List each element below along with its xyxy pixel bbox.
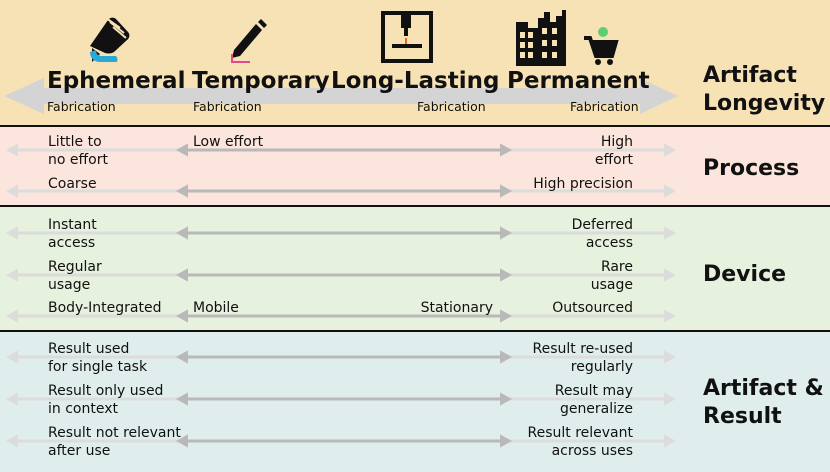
pen-icon: [231, 19, 267, 63]
3d-printer-icon: [381, 11, 433, 63]
device-left-label: Instant access: [48, 217, 97, 251]
column-title-ephemeral: Ephemeral: [47, 68, 186, 94]
device-right-label: Outsourced: [552, 300, 633, 316]
result-left-label: Result only used in context: [48, 383, 164, 417]
column-title-long-lasting: Long-Lasting: [331, 68, 500, 94]
column-sub-temporary: Fabrication: [193, 99, 262, 114]
process-mid-label: Low effort: [193, 134, 264, 150]
result-right-label: Result re-used regularly: [532, 341, 634, 375]
device-left-label: Regular usage: [48, 259, 102, 293]
column-sub-long-lasting: Fabrication: [417, 99, 486, 114]
divider: [0, 205, 830, 207]
dimension-arrow: [176, 184, 512, 198]
dimension-arrow: [176, 143, 512, 157]
dimension-arrow: [176, 268, 512, 282]
factory-cart-icon: [516, 10, 619, 66]
process-band: [0, 127, 830, 206]
process-left-label: Coarse: [48, 176, 97, 192]
column-sub-permanent: Fabrication: [570, 99, 639, 114]
divider: [0, 330, 830, 332]
result-right-label: Result relevant across uses: [527, 425, 634, 459]
result-band: [0, 332, 830, 472]
dimension-arrow: [176, 392, 512, 406]
section-title-process: Process: [703, 156, 800, 181]
section-title-result: Artifact & Result: [703, 376, 824, 429]
hand-fabrication-icon: [90, 17, 130, 62]
divider: [0, 125, 830, 127]
device-mid-label: Mobile: [193, 300, 239, 316]
dimension-arrow: [176, 226, 512, 240]
dimension-arrow: [176, 309, 512, 323]
dimension-arrow: [176, 434, 512, 448]
result-left-label: Result used for single task: [48, 341, 148, 375]
process-right-label: High effort: [594, 134, 633, 168]
section-title-longevity: Artifact Longevity: [703, 63, 826, 116]
process-left-label: Little to no effort: [48, 134, 108, 168]
device-band: [0, 207, 830, 331]
device-mid-right-label: Stationary: [420, 300, 493, 316]
column-title-temporary: Temporary: [192, 68, 330, 94]
longevity-arrow: [4, 78, 678, 114]
dimension-arrow: [176, 350, 512, 364]
process-right-label: High precision: [533, 176, 633, 192]
device-right-label: Deferred access: [571, 217, 633, 251]
result-left-label: Result not relevant after use: [48, 425, 181, 459]
result-right-label: Result may generalize: [554, 383, 633, 417]
device-right-label: Rare usage: [590, 259, 633, 293]
column-title-permanent: Permanent: [507, 68, 650, 94]
device-left-label: Body-Integrated: [48, 300, 162, 316]
section-title-device: Device: [703, 262, 787, 287]
column-sub-ephemeral: Fabrication: [47, 99, 116, 114]
